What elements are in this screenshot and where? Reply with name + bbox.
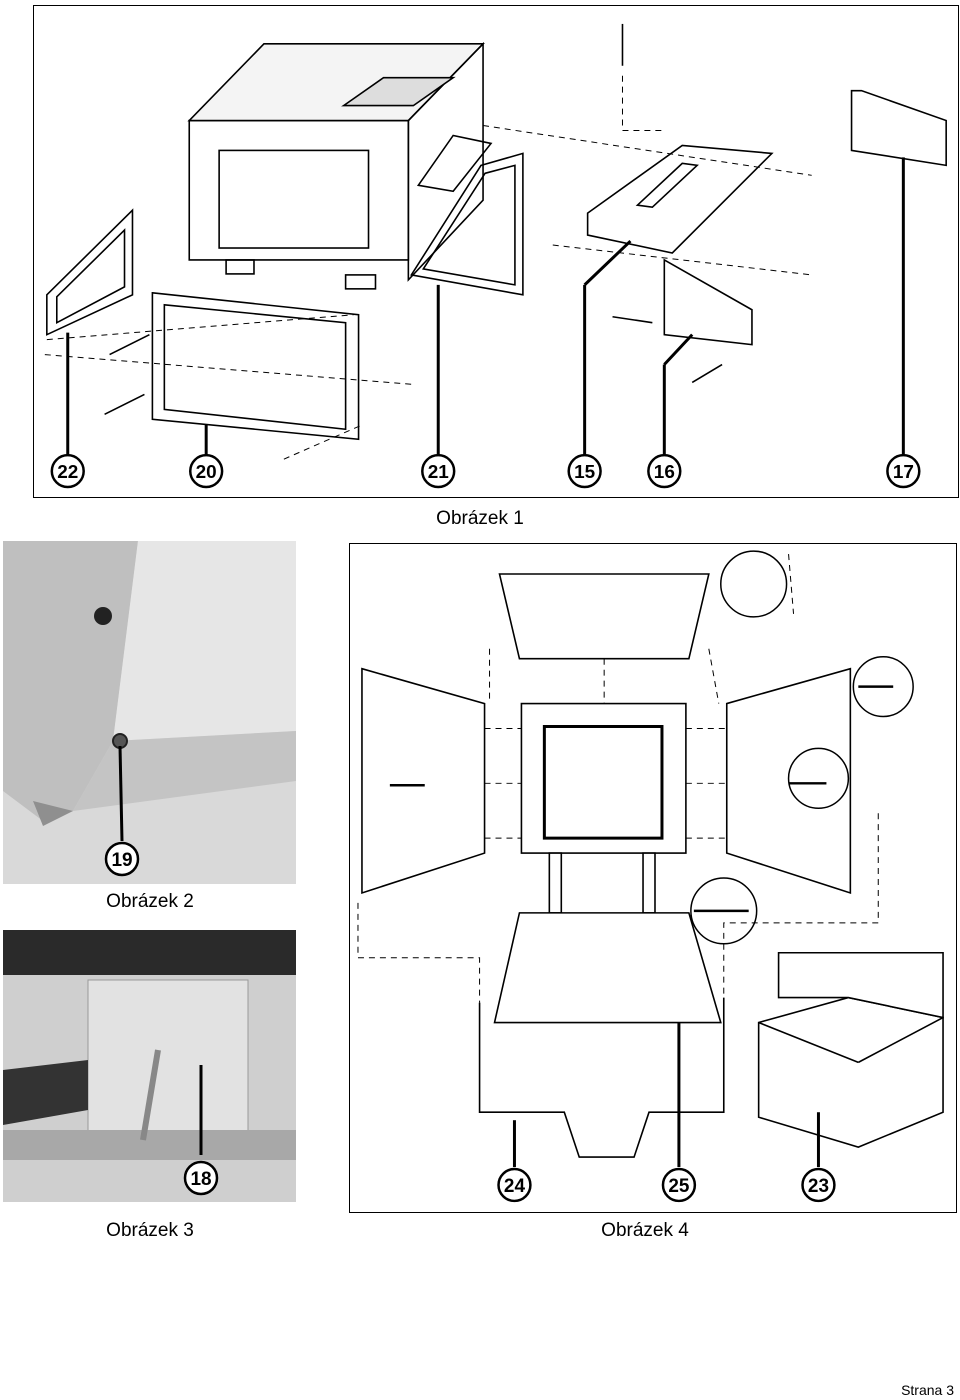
- figure-4-svg: 24 25 23: [357, 550, 944, 1203]
- figure-2-caption: Obrázek 2: [106, 891, 194, 912]
- callout-18: 18: [190, 1169, 211, 1190]
- figure-3-callouts: 18: [183, 1160, 219, 1196]
- figure-3-caption: Obrázek 3: [106, 1220, 194, 1241]
- figure-1-drawing: 22 20 21 15 16 17: [33, 5, 959, 498]
- figure-2-photo: 19: [3, 541, 296, 884]
- figure-1-svg: 22 20 21 15 16 17: [44, 23, 947, 489]
- part-15-bracket: [586, 144, 774, 254]
- page-number: Strana 3: [901, 1382, 954, 1398]
- figure-1-callouts: 22 20 21 15 16 17: [50, 453, 921, 489]
- figure-4-caption: Obrázek 4: [601, 1220, 689, 1241]
- cabinet-foot: [225, 259, 255, 275]
- figure-1-caption: Obrázek 1: [436, 508, 524, 529]
- cabinet-top-panel: [341, 76, 456, 107]
- center-window: [542, 725, 664, 840]
- callout-22: 22: [57, 462, 78, 483]
- part-21-inner: [421, 164, 516, 286]
- part-22-frame: [46, 208, 134, 336]
- cabinet-window: [218, 149, 370, 249]
- figure-4-drawing: 24 25 23: [349, 543, 957, 1213]
- callout-21: 21: [428, 462, 449, 483]
- left-panel: [361, 667, 486, 895]
- figure-3-svg: 18: [3, 930, 296, 1202]
- part-17-panel: [850, 89, 947, 167]
- part-20-frame: [151, 291, 360, 441]
- part-21-tray: [416, 134, 493, 193]
- callout-20: 20: [196, 462, 217, 483]
- part-24-tray: [478, 997, 725, 1158]
- callout-25: 25: [668, 1176, 689, 1197]
- part-20-inner: [163, 303, 347, 431]
- cabinet-foot: [344, 274, 377, 290]
- callout-24: 24: [504, 1176, 526, 1197]
- figure-4-callouts: 24 25 23: [497, 1167, 836, 1203]
- part-15-slot: [635, 162, 699, 209]
- part-23-box: [757, 996, 944, 1148]
- part-23-lid: [777, 951, 944, 1019]
- cabinet-front: [188, 119, 410, 261]
- callout-16: 16: [654, 462, 675, 483]
- figure-3-photo: 18: [3, 930, 296, 1202]
- part-25-panel: [493, 912, 722, 1024]
- cabinet-side: [407, 41, 484, 282]
- figure-2-svg: 19: [3, 541, 296, 884]
- callout-23: 23: [808, 1176, 829, 1197]
- callout-17: 17: [893, 462, 914, 483]
- figure-2-callouts: 19: [104, 841, 140, 877]
- top-panel: [498, 573, 710, 660]
- part-22-inner: [55, 228, 126, 325]
- part-21-frame: [410, 152, 524, 296]
- callout-19: 19: [111, 850, 132, 871]
- part-16-plate: [663, 258, 753, 346]
- callout-15: 15: [574, 462, 595, 483]
